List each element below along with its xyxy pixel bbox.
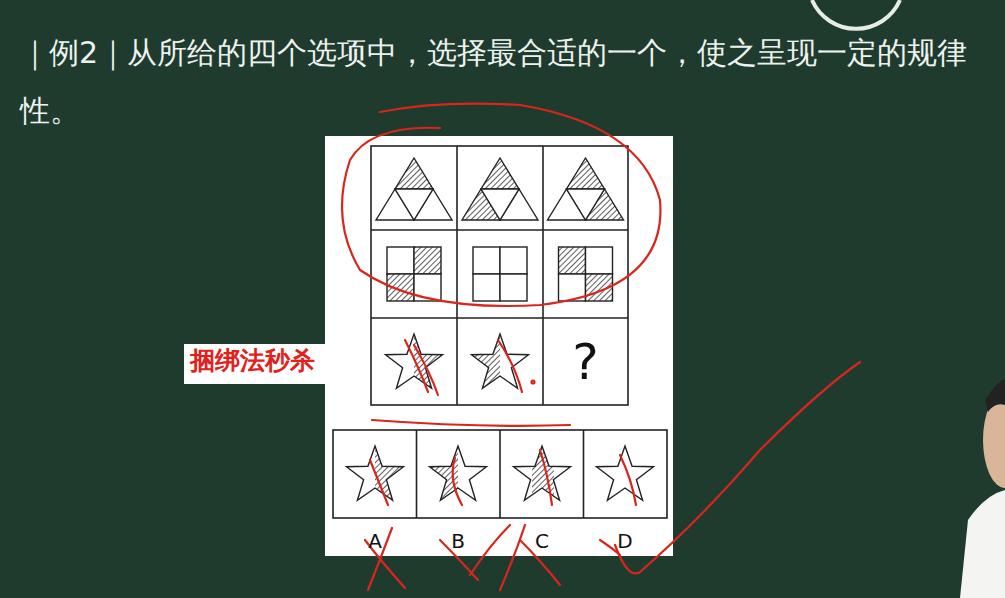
- figure-part: [567, 189, 605, 220]
- question-grid: [371, 146, 628, 405]
- question-title: ｜例2｜从所给的四个选项中，选择最合适的一个，使之呈现一定的规律性。: [20, 24, 975, 140]
- figure-part: [473, 247, 500, 274]
- puzzle-figures: [347, 158, 654, 500]
- figure-part: [430, 446, 487, 500]
- figure-part: [473, 274, 500, 301]
- figure-part: [559, 247, 586, 274]
- logo-arc: [812, 0, 900, 29]
- figure-part: [472, 334, 501, 388]
- figure-part: [387, 247, 414, 274]
- figure-part: [414, 247, 441, 274]
- option-letter: A: [368, 529, 382, 553]
- figure-part: [597, 446, 654, 500]
- option-letter: D: [617, 529, 632, 553]
- figure-part: [586, 247, 613, 274]
- figure-part: [395, 158, 433, 189]
- option-grid: [333, 430, 667, 518]
- figure-part: [500, 274, 527, 301]
- figure-part: [414, 334, 443, 388]
- note-patch: [184, 344, 350, 384]
- teacher-figure: [960, 380, 1005, 598]
- figure-part: [597, 446, 654, 500]
- puzzle-panel: [325, 136, 673, 556]
- figure-part: [395, 189, 433, 220]
- method-note: 捆绑法秒杀: [190, 346, 315, 376]
- figure-part: [481, 158, 519, 189]
- figure-part: [481, 189, 519, 220]
- question-mark: ?: [572, 332, 599, 392]
- option-letter: B: [451, 529, 465, 553]
- pen-annotations: [342, 104, 860, 590]
- figure-part: [430, 446, 487, 500]
- figure-part: [500, 247, 527, 274]
- figure-part: [567, 158, 605, 189]
- option-letter: C: [535, 529, 549, 553]
- figure-part: [375, 446, 404, 500]
